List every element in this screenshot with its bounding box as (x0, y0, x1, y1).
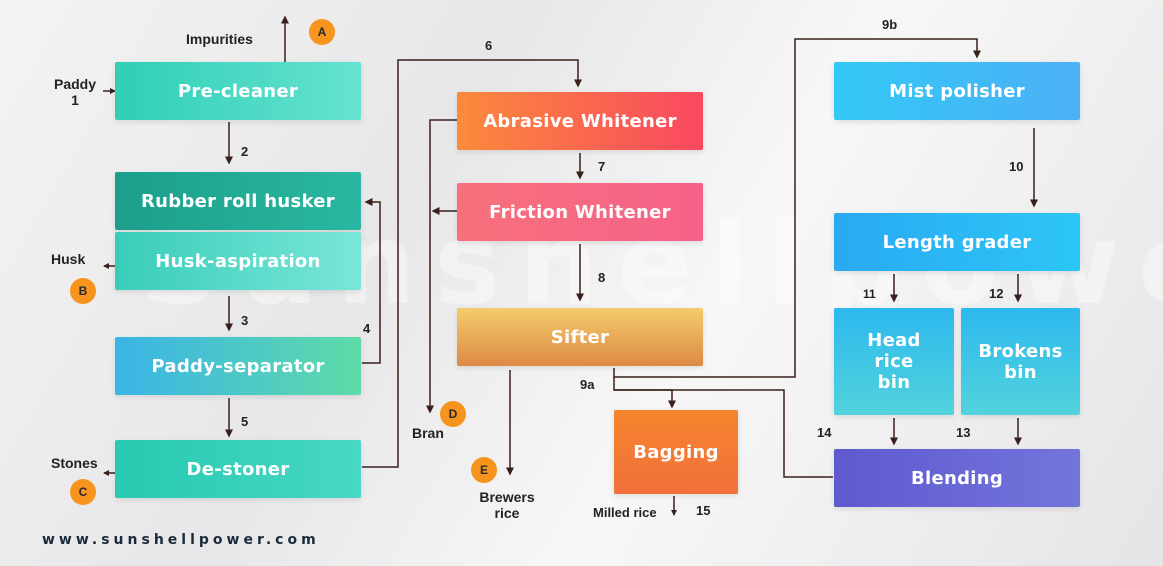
arrow-9a (613, 377, 676, 409)
sifter-box: Sifter (457, 308, 703, 366)
friction-whitener-box: Friction Whitener (457, 183, 703, 241)
brokens-bin-box: Brokens bin (961, 308, 1080, 415)
badge-e: E (471, 457, 497, 483)
step-12: 12 (989, 286, 1004, 301)
paddy-label: Paddy 1 (53, 76, 96, 108)
step-2: 2 (241, 144, 249, 159)
abrasive-whitener-box: Abrasive Whitener (457, 92, 703, 150)
step-11: 11 (863, 287, 876, 301)
paddy-separator-box: Paddy-separator (115, 337, 361, 395)
arrow-9b (613, 38, 981, 378)
head-rice-bin-box: Head rice bin (834, 308, 954, 415)
step-15: 15 (696, 503, 711, 518)
impurities-label: Impurities (186, 31, 253, 47)
step-8: 8 (598, 270, 606, 285)
step-4: 4 (363, 321, 371, 336)
badge-b: B (70, 278, 96, 304)
step-3: 3 (241, 313, 249, 328)
brewers-rice-label: Brewers rice (479, 489, 535, 521)
arrow-bran (426, 119, 457, 414)
stones-label: Stones (51, 455, 98, 471)
step-9a: 9a (580, 377, 595, 392)
step-10: 10 (1009, 159, 1024, 174)
arrow-4 (362, 198, 381, 364)
step-5: 5 (241, 414, 249, 429)
badge-d: D (440, 401, 466, 427)
step-7: 7 (598, 159, 606, 174)
arrow-sifter-blending (614, 389, 833, 478)
pre-cleaner-box: Pre-cleaner (115, 62, 361, 120)
husk-aspiration-box: Husk-aspiration (115, 232, 361, 290)
bagging-box: Bagging (614, 410, 738, 494)
arrow-6 (362, 59, 582, 468)
badge-a: A (309, 19, 335, 45)
rubber-roll-husker-box: Rubber roll husker (115, 172, 361, 230)
website-url: www.sunshellpower.com (42, 532, 320, 548)
blending-box: Blending (834, 449, 1080, 507)
step-13: 13 (956, 425, 971, 440)
step-14: 14 (817, 425, 832, 440)
mist-polisher-box: Mist polisher (834, 62, 1080, 120)
bran-label: Bran (412, 425, 444, 441)
step-6: 6 (485, 38, 493, 53)
de-stoner-box: De-stoner (115, 440, 361, 498)
husk-label: Husk (51, 251, 86, 267)
milled-rice-label: Milled rice (593, 505, 657, 520)
badge-c: C (70, 479, 96, 505)
step-9b: 9b (882, 17, 898, 32)
length-grader-box: Length grader (834, 213, 1080, 271)
